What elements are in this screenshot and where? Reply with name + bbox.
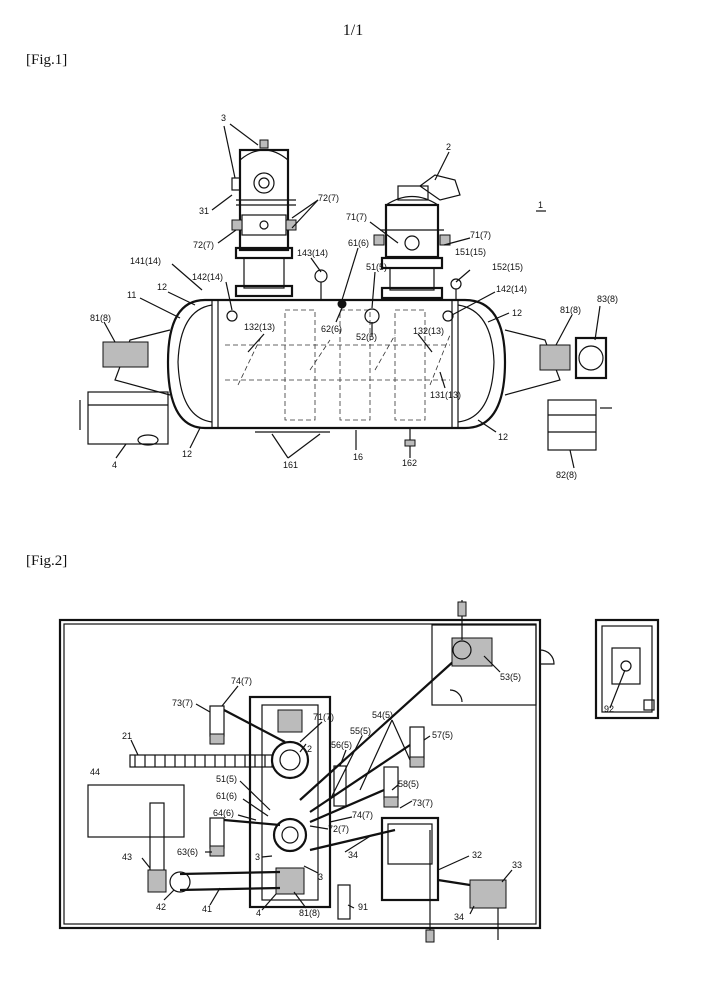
label: 62(6) (321, 324, 342, 334)
label: 4 (112, 460, 117, 470)
label: 72(7) (328, 824, 349, 834)
left-tower (231, 139, 297, 298)
label: 56(5) (331, 740, 352, 750)
label: 43 (122, 852, 132, 862)
label: 71(7) (346, 212, 367, 222)
label: 41 (202, 904, 212, 914)
unit-33 (469, 879, 507, 909)
label: 34 (454, 912, 464, 922)
label: 53(5) (500, 672, 521, 682)
label: 73(7) (412, 798, 433, 808)
right-drive (504, 329, 612, 451)
unit-32 (380, 816, 440, 902)
label: 12 (157, 282, 167, 292)
unit-58 (383, 766, 399, 800)
room-53 (431, 624, 537, 706)
vessel-plan (248, 695, 332, 909)
label: 83(8) (597, 294, 618, 304)
label: 81(8) (90, 313, 111, 323)
page-number: 1/1 (342, 22, 364, 39)
label: 32 (472, 850, 482, 860)
label: 82(8) (556, 470, 577, 480)
fig2-drawing: 74(7) 73(7) 71(7) 2 21 55(5) 54(5) 56(5)… (58, 600, 660, 943)
fig1-drawing: 1 2 3 31 72(7) 72(7) 71(7) 71(7) 61(6) 5… (79, 113, 618, 480)
label: 81(8) (560, 305, 581, 315)
fig2-caption: [Fig.2] (26, 553, 68, 569)
label: 54(5) (372, 710, 393, 720)
label: 92 (604, 704, 614, 714)
label: 57(5) (432, 730, 453, 740)
label: 52(5) (356, 332, 377, 342)
label: 44 (90, 767, 100, 777)
fig1-labels: 1 2 3 31 72(7) 72(7) 71(7) 71(7) 61(6) 5… (90, 113, 618, 480)
label: 12 (512, 308, 522, 318)
label: 73(7) (172, 698, 193, 708)
conveyor-21 (129, 754, 273, 768)
label: 3 (221, 113, 226, 123)
unit-92 (594, 618, 660, 720)
unit-63 (209, 817, 225, 849)
label: 91 (358, 902, 368, 912)
fig1-leaders (103, 123, 601, 469)
label: 12 (182, 449, 192, 459)
fig1-caption: [Fig.1] (26, 52, 68, 68)
box-91 (337, 884, 351, 920)
label: 71(7) (313, 712, 334, 722)
unit-57 (409, 726, 425, 760)
label: 3 (318, 872, 323, 882)
label: 55(5) (350, 726, 371, 736)
label: 162 (402, 458, 417, 468)
label: 33 (512, 860, 522, 870)
label: 132(13) (413, 326, 444, 336)
label: 141(14) (130, 256, 161, 266)
ref-1: 1 (538, 200, 543, 210)
label: 21 (122, 731, 132, 741)
label: 74(7) (231, 676, 252, 686)
label: 64(6) (213, 808, 234, 818)
label: 131(13) (430, 390, 461, 400)
label: 51(5) (366, 262, 387, 272)
label: 143(14) (297, 248, 328, 258)
label: 58(5) (398, 779, 419, 789)
label: 152(15) (492, 262, 523, 272)
label: 63(6) (177, 847, 198, 857)
label: 12 (498, 432, 508, 442)
label: 51(5) (216, 774, 237, 784)
right-tower (314, 174, 462, 300)
label: 4 (256, 908, 261, 918)
label: 142(14) (192, 272, 223, 282)
label: 31 (199, 206, 209, 216)
label: 71(7) (470, 230, 491, 240)
label: 61(6) (348, 238, 369, 248)
label: 161 (283, 460, 298, 470)
label: 2 (307, 744, 312, 754)
label: 61(6) (216, 791, 237, 801)
label: 2 (446, 142, 451, 152)
label: 72(7) (193, 240, 214, 250)
label: 151(15) (455, 247, 486, 257)
label: 142(14) (496, 284, 527, 294)
label: 16 (353, 452, 363, 462)
label: 81(8) (299, 908, 320, 918)
unit-73a (209, 705, 225, 737)
fig2-labels: 74(7) 73(7) 71(7) 2 21 55(5) 54(5) 56(5)… (90, 672, 614, 922)
building-outline (58, 618, 542, 930)
label: 74(7) (352, 810, 373, 820)
label: 34 (348, 850, 358, 860)
left-motor (79, 329, 171, 446)
label: 72(7) (318, 193, 339, 203)
label: 3 (255, 852, 260, 862)
box-44 (87, 784, 185, 838)
label: 132(13) (244, 322, 275, 332)
label: 11 (127, 290, 136, 300)
label: 42 (156, 902, 166, 912)
